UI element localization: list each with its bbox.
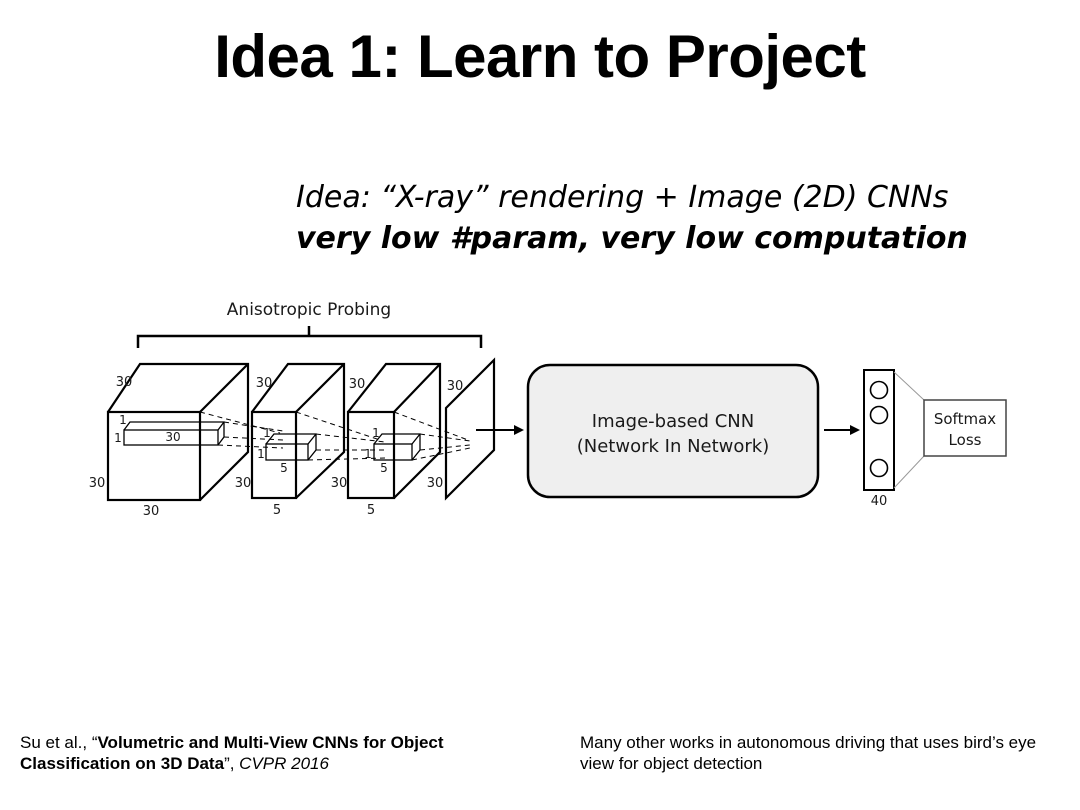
input-volume-cube	[106, 362, 250, 502]
image-cnn-box	[526, 363, 820, 499]
plane-top-dim: 30	[447, 379, 464, 394]
probe1-dim-b: 1	[114, 431, 122, 445]
plane-left-dim: 30	[427, 476, 444, 491]
cube3-left-dim: 30	[331, 476, 348, 491]
probe3-dim-c: 5	[380, 461, 388, 475]
cnn-label: Image-based CNN	[592, 411, 754, 432]
probe3-dim-a: 1	[372, 426, 380, 440]
citation-paper-title: Volumetric and Multi-View CNNs for Objec…	[20, 733, 444, 773]
cube3-bottom-dim: 5	[367, 503, 375, 518]
projection-lines	[393, 411, 471, 461]
slide-title: Idea 1: Learn to Project	[214, 23, 866, 90]
probe2-dim-a: 1	[263, 426, 271, 440]
cnn-sublabel: (Network In Network)	[577, 436, 770, 457]
paper-citation: Su et al., “Volumetric and Multi-View CN…	[20, 732, 540, 774]
intermediate-volume-cube	[346, 362, 442, 500]
neuron-node	[869, 458, 889, 478]
neuron-node	[869, 405, 889, 425]
cube2-left-dim: 30	[235, 476, 252, 491]
cube1-bottom-dim: 30	[143, 504, 160, 519]
cube3-top-dim: 30	[349, 377, 366, 392]
cube2-bottom-dim: 5	[273, 503, 281, 518]
citation-prefix: Su et al., “	[20, 733, 98, 752]
softmax-loss-box	[923, 399, 1007, 457]
idea-summary-line: very low #param, very low computation	[296, 221, 968, 256]
probe2-dim-c: 5	[280, 461, 288, 475]
idea-line: Idea: “X-ray” rendering + Image (2D) CNN…	[296, 180, 949, 215]
cube1-left-dim: 30	[89, 476, 106, 491]
projection-lines	[199, 411, 284, 449]
loss-label: Loss	[949, 431, 982, 449]
architecture-diagram: Anisotropic Probing 30 30 30 1 1 30 30 3…	[89, 300, 1007, 519]
neuron-node	[869, 380, 889, 400]
cube1-top-dim: 30	[116, 375, 133, 390]
softmax-label: Softmax	[934, 410, 996, 428]
fc-size-label: 40	[871, 494, 888, 509]
cube2-top-dim: 30	[256, 376, 273, 391]
intermediate-probe-bar	[265, 433, 317, 461]
intermediate-probe-bar	[373, 433, 421, 461]
probe1-dim-len: 30	[165, 430, 180, 444]
citation-separator: ”,	[224, 754, 240, 773]
side-note: Many other works in autonomous driving t…	[580, 733, 1037, 773]
anisotropic-probing-brace	[136, 326, 483, 348]
intermediate-volume-cube	[250, 362, 346, 500]
probe1-dim-a: 1	[119, 413, 127, 427]
probe2-dim-b: 1	[257, 447, 265, 461]
probe3-dim-b: 1	[364, 447, 372, 461]
brace-label: Anisotropic Probing	[227, 300, 391, 320]
citation-venue: CVPR 2016	[239, 754, 329, 773]
projected-image-plane	[444, 357, 496, 501]
fc-to-softmax-connector	[893, 371, 925, 489]
